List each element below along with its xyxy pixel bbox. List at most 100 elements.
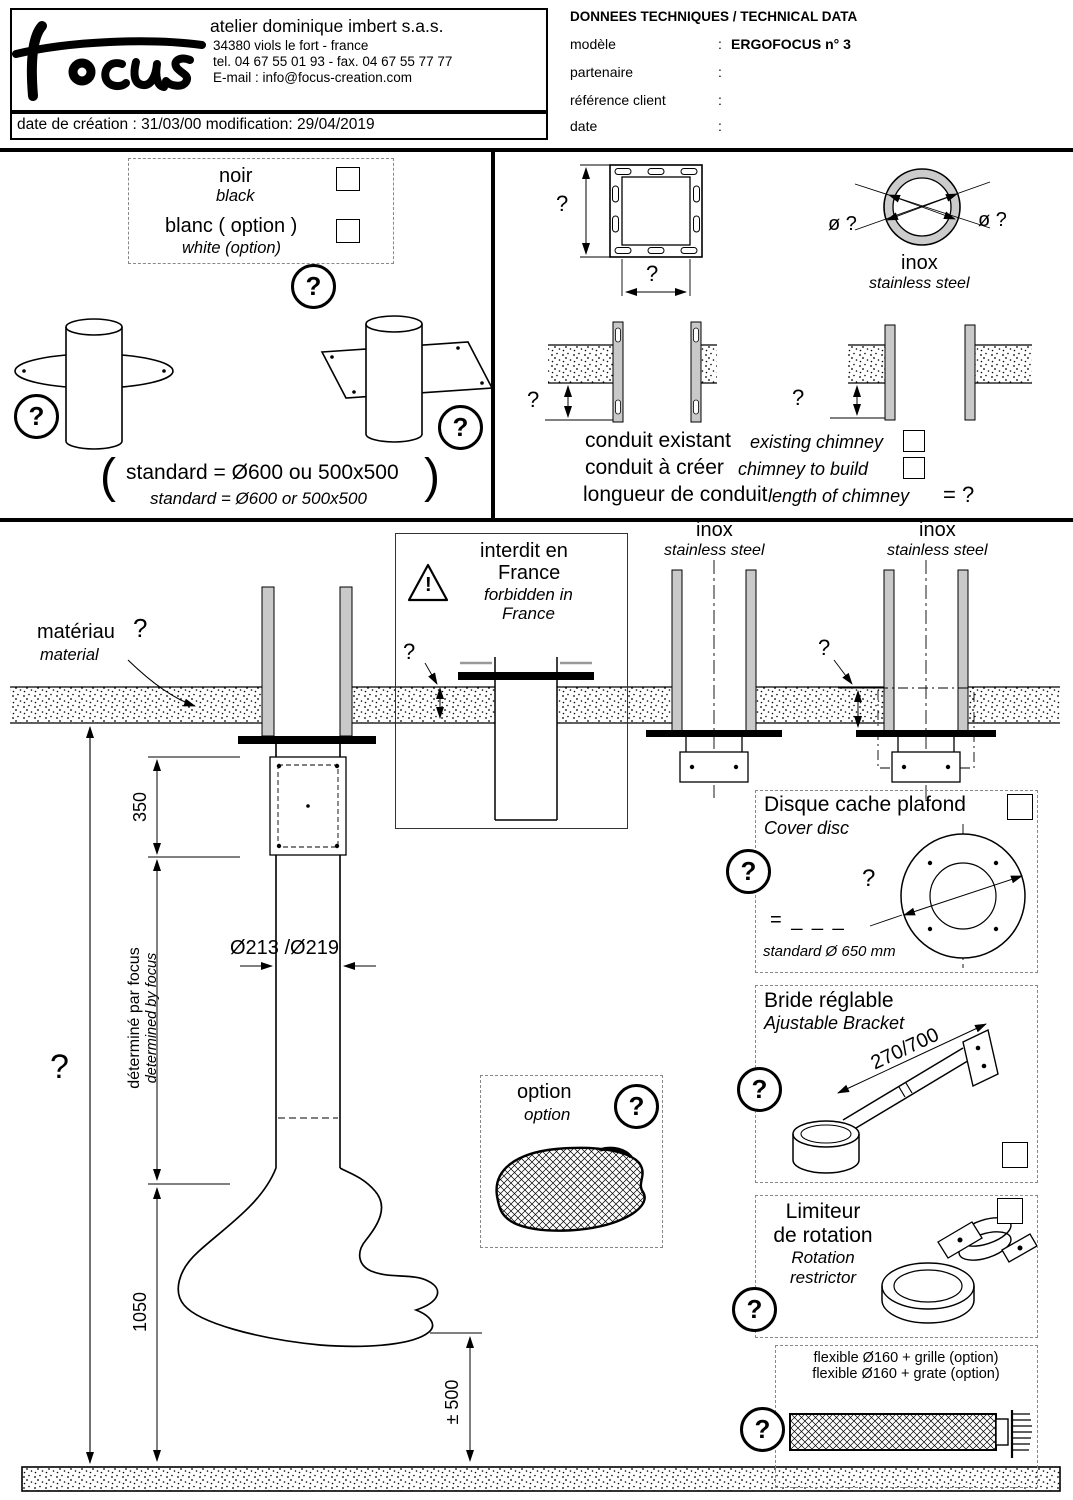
inox-label-1: inox bbox=[696, 519, 733, 541]
bracket-title: Bride réglable bbox=[764, 989, 894, 1012]
forbidden-dim-question: ? bbox=[403, 639, 416, 664]
materiau-question: ? bbox=[133, 613, 148, 643]
restrictor-title-fr-1: Limiteur bbox=[785, 1200, 861, 1223]
cover-disc-standard: standard Ø 650 mm bbox=[763, 943, 896, 960]
duct-width-question: ? bbox=[646, 261, 659, 286]
bracket-subtitle: Ajustable Bracket bbox=[764, 1013, 905, 1033]
total-height-question: ? bbox=[50, 1048, 69, 1086]
materiau-label: matériau bbox=[37, 621, 115, 643]
square-duct-drawing bbox=[580, 164, 703, 296]
field-date-colon: : bbox=[718, 118, 722, 134]
round-plate-question-badge: ? bbox=[14, 394, 59, 439]
cover-disc-checkbox[interactable] bbox=[1007, 794, 1033, 820]
standard-size-label-en: standard = Ø600 or 500x500 bbox=[150, 489, 367, 508]
forbidden-label-en-1: forbidden in bbox=[484, 585, 573, 604]
outer-diameter-label: ø ? bbox=[828, 213, 857, 235]
chimney-length-label-fr: longueur de conduit bbox=[583, 483, 768, 506]
noir-label: noir bbox=[219, 165, 253, 187]
creation-date: date de création : 31/03/00 modification… bbox=[17, 116, 375, 133]
cover-disc-diameter-question: ? bbox=[862, 865, 876, 892]
grate-drawing bbox=[495, 1146, 646, 1232]
inox-label-2: inox bbox=[919, 519, 956, 541]
inox-column-2-drawing bbox=[833, 560, 996, 800]
rotation-restrictor-checkbox[interactable] bbox=[997, 1198, 1023, 1224]
field-reference-colon: : bbox=[718, 92, 722, 108]
chimney-length-label-en: length of chimney bbox=[768, 486, 910, 506]
restrictor-title-en-1: Rotation bbox=[791, 1248, 855, 1267]
standard-paren-open: ( bbox=[100, 450, 116, 503]
stainless-label-1: stainless steel bbox=[664, 542, 765, 559]
material-label: material bbox=[40, 646, 99, 664]
field-modele-label: modèle bbox=[570, 36, 616, 52]
determined-label-fr: déterminé par focus bbox=[126, 947, 143, 1089]
cover-disc-drawing bbox=[869, 824, 1026, 968]
flexible-question-badge: ? bbox=[740, 1407, 785, 1452]
company-name: atelier dominique imbert s.a.s. bbox=[210, 16, 444, 36]
option-label-fr: option bbox=[517, 1081, 572, 1103]
flexible-label-en: flexible Ø160 + grate (option) bbox=[812, 1366, 1000, 1382]
pipe-diameter-label: Ø213 /Ø219 bbox=[230, 937, 339, 959]
wall-offset-question-square: ? bbox=[527, 387, 540, 412]
round-plate-drawing bbox=[14, 318, 174, 450]
option-box bbox=[480, 1075, 663, 1248]
determined-by-focus-label: déterminé par focus determined by focus bbox=[124, 933, 162, 1103]
bracket-checkbox[interactable] bbox=[1002, 1142, 1028, 1168]
bracket-drawing bbox=[792, 1023, 999, 1174]
blanc-label: blanc ( option ) bbox=[165, 215, 298, 237]
focus-logo bbox=[12, 21, 206, 101]
stainless-label-duct: stainless steel bbox=[869, 275, 970, 292]
color-question-badge: ? bbox=[291, 264, 336, 309]
inner-diameter-label: ø ? bbox=[978, 209, 1007, 231]
flexible-labels: flexible Ø160 + grille (option) flexible… bbox=[779, 1350, 1033, 1382]
warning-icon: ! bbox=[425, 574, 432, 596]
cover-disc-subtitle: Cover disc bbox=[764, 818, 850, 838]
forbidden-box bbox=[395, 533, 628, 829]
square-plate-question-badge: ? bbox=[438, 405, 483, 450]
chimney-to-build-label-fr: conduit à créer bbox=[585, 456, 724, 479]
wall-section-square-drawing bbox=[545, 321, 717, 423]
restrictor-title-en-2: restrictor bbox=[789, 1268, 857, 1287]
blanc-checkbox[interactable] bbox=[336, 219, 360, 243]
existing-chimney-label-fr: conduit existant bbox=[585, 429, 731, 452]
dim-500-label: ± 500 bbox=[441, 1379, 462, 1425]
wall-offset-question-round: ? bbox=[792, 385, 805, 410]
forbidden-label-en-2: France bbox=[502, 604, 555, 623]
existing-chimney-label-en: existing chimney bbox=[750, 432, 884, 452]
standard-paren-close: ) bbox=[424, 450, 440, 503]
standard-size-label-fr: standard = Ø600 ou 500x500 bbox=[126, 461, 399, 484]
option-label-en: option bbox=[524, 1105, 571, 1124]
restrictor-title-fr-2: de rotation bbox=[773, 1224, 873, 1247]
main-pipe-drawing bbox=[238, 586, 376, 1168]
determined-label-en: determined by focus bbox=[144, 952, 160, 1084]
black-label: black bbox=[216, 187, 255, 205]
cover-disc-question-badge: ? bbox=[726, 849, 771, 894]
stainless-label-2: stainless steel bbox=[887, 542, 988, 559]
header-box bbox=[10, 8, 548, 112]
color-options-box bbox=[128, 158, 394, 264]
dim-350-label: 350 bbox=[129, 791, 150, 823]
field-modele-colon: : bbox=[718, 36, 722, 52]
field-partenaire-label: partenaire bbox=[570, 64, 634, 80]
existing-chimney-checkbox[interactable] bbox=[903, 430, 925, 452]
fireplace-drawing bbox=[177, 1167, 439, 1348]
company-phone: tel. 04 67 55 01 93 - fax. 04 67 55 77 7… bbox=[213, 54, 453, 69]
flexible-duct-drawing bbox=[789, 1410, 1032, 1458]
forbidden-label-fr-1: interdit en bbox=[480, 540, 568, 562]
chimney-to-build-checkbox[interactable] bbox=[903, 457, 925, 479]
noir-checkbox[interactable] bbox=[336, 167, 360, 191]
dimension-lines bbox=[86, 659, 482, 1464]
wall-section-round-drawing bbox=[830, 324, 1032, 421]
forbidden-pipe-drawing bbox=[407, 563, 594, 821]
round-duct-drawing bbox=[854, 168, 991, 246]
bracket-question-badge: ? bbox=[737, 1067, 782, 1112]
field-reference-label: référence client bbox=[570, 92, 666, 108]
inox-label-duct: inox bbox=[901, 252, 938, 274]
chimney-length-value: = ? bbox=[943, 482, 975, 507]
inox2-dim-question: ? bbox=[818, 635, 831, 660]
rotation-restrictor-titles: Limiteur de rotation Rotation restrictor bbox=[748, 1200, 898, 1288]
section-dividers bbox=[0, 148, 1073, 522]
square-plate-drawing bbox=[320, 315, 494, 443]
forbidden-label-fr-2: France bbox=[498, 562, 561, 584]
chimney-to-build-label-en: chimney to build bbox=[738, 459, 869, 479]
